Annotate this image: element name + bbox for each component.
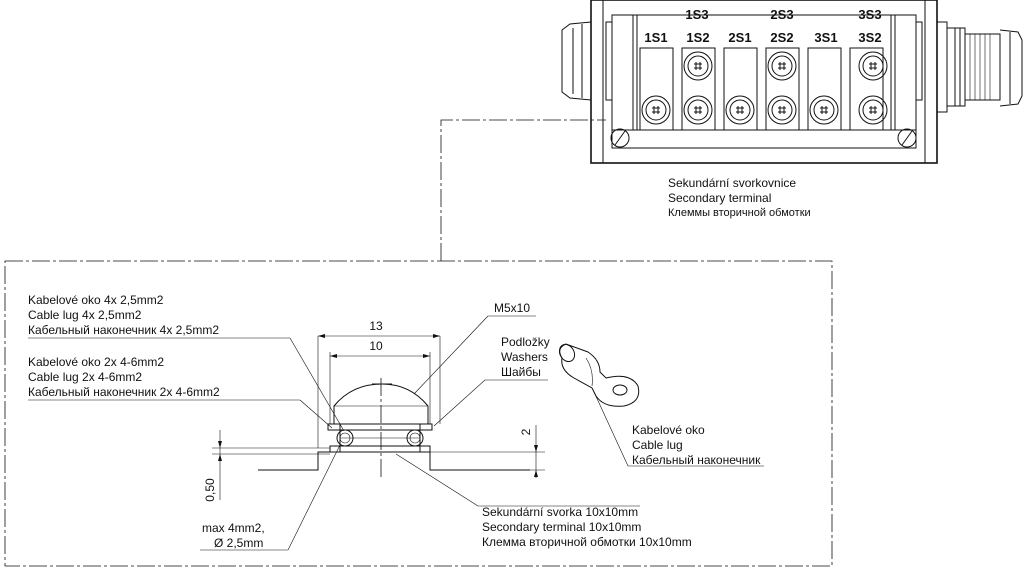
wire-diameter-label: Ø 2,5mm (214, 536, 263, 550)
terminal-caption-en: Secondary terminal (668, 191, 771, 205)
terminal-cell-3s1 (807, 47, 842, 131)
leader-washers (433, 379, 548, 427)
terminal-label-1s3: 1S3 (685, 7, 708, 22)
leader-secondary-terminal (395, 453, 640, 507)
leader-cable-lug-large (28, 399, 333, 429)
washers-ru: Шайбы (501, 365, 541, 379)
screw-label: M5x10 (494, 301, 530, 315)
terminal-label-3s2: 3S2 (858, 30, 881, 45)
terminal-caption-cz: Sekundární svorkovnice (668, 176, 796, 190)
terminal-label-2s1: 2S1 (728, 30, 751, 45)
cable-lug-icon (558, 343, 640, 407)
terminal-housing (590, 0, 938, 164)
screw-icon (641, 95, 671, 125)
secondary-terminal-ru: Клемма вторичной обмотки 10x10mm (482, 535, 692, 549)
cable-lug-large-cz: Kabelové oko 2x 4-6mm2 (28, 355, 164, 369)
dimension-050-label: 0,50 (203, 478, 217, 502)
terminal-block: 1S3 2S3 3S3 1S1 1S2 2S1 2S2 3S1 3S2 Seku… (561, 0, 1023, 219)
secondary-terminal-cz: Sekundární svorka 10x10mm (482, 505, 638, 519)
screw-icon (858, 51, 888, 81)
dimension-13: 13 (317, 319, 441, 448)
terminal-label-3s1: 3S1 (814, 30, 837, 45)
terminal-cell-1s1 (639, 47, 674, 131)
detail-leader (440, 119, 606, 261)
terminal-label-1s2: 1S2 (686, 30, 709, 45)
screw-icon (683, 95, 713, 125)
washers-en: Washers (501, 350, 548, 364)
dimension-10-label: 10 (369, 339, 383, 353)
leader-screw (413, 315, 536, 395)
cable-lug-icon-cz: Kabelové oko (632, 423, 705, 437)
terminal-caption-ru: Клеммы вторичной обмотки (668, 207, 811, 219)
dimension-050: 0,50 (203, 430, 330, 502)
wire-size-label: max 4mm2, (202, 521, 265, 535)
terminal-cell-2s2 (765, 47, 800, 131)
terminal-cell-3s2 (849, 47, 884, 131)
cable-lug-icon-ru: Кабельный наконечник (632, 453, 761, 467)
dimension-10: 10 (329, 339, 431, 424)
cable-lug-small-en: Cable lug 4x 2,5mm2 (28, 308, 142, 322)
slotted-screw-icon (897, 128, 917, 148)
cable-lug-large-en: Cable lug 2x 4-6mm2 (28, 370, 142, 384)
leader-wire (200, 444, 341, 551)
dimension-2-label: 2 (519, 428, 533, 435)
leader-cable-lug-small (28, 337, 345, 432)
dimension-13-label: 13 (369, 319, 383, 333)
screw-icon (767, 51, 797, 81)
screw-icon (809, 95, 839, 125)
detail-frame (4, 260, 833, 567)
secondary-terminal-en: Secondary terminal 10x10mm (482, 520, 641, 534)
terminal-cell-2s1 (723, 47, 758, 131)
dimension-2: 2 (430, 425, 545, 478)
terminal-cell-1s2 (681, 47, 716, 131)
leader-cable-lug-icon (593, 391, 764, 467)
washers-cz: Podložky (501, 335, 550, 349)
slotted-screw-icon (610, 128, 630, 148)
terminal-cross-section (258, 378, 530, 478)
terminal-label-2s2: 2S2 (770, 30, 793, 45)
cable-core-icon (336, 429, 354, 447)
cable-lug-large-ru: Кабельный наконечник 2x 4-6mm2 (28, 385, 220, 399)
cable-lug-icon-en: Cable lug (632, 438, 683, 452)
terminal-label-2s3: 2S3 (770, 7, 793, 22)
screw-icon (683, 51, 713, 81)
terminal-label-1s1: 1S1 (644, 30, 667, 45)
screw-icon (725, 95, 755, 125)
cable-lug-small-cz: Kabelové oko 4x 2,5mm2 (28, 293, 164, 307)
cable-lug-small-ru: Кабельный наконечник 4x 2,5mm2 (28, 323, 219, 337)
terminal-label-3s3: 3S3 (858, 7, 881, 22)
screw-icon (767, 95, 797, 125)
cable-core-icon (406, 429, 424, 447)
screw-icon (858, 95, 888, 125)
